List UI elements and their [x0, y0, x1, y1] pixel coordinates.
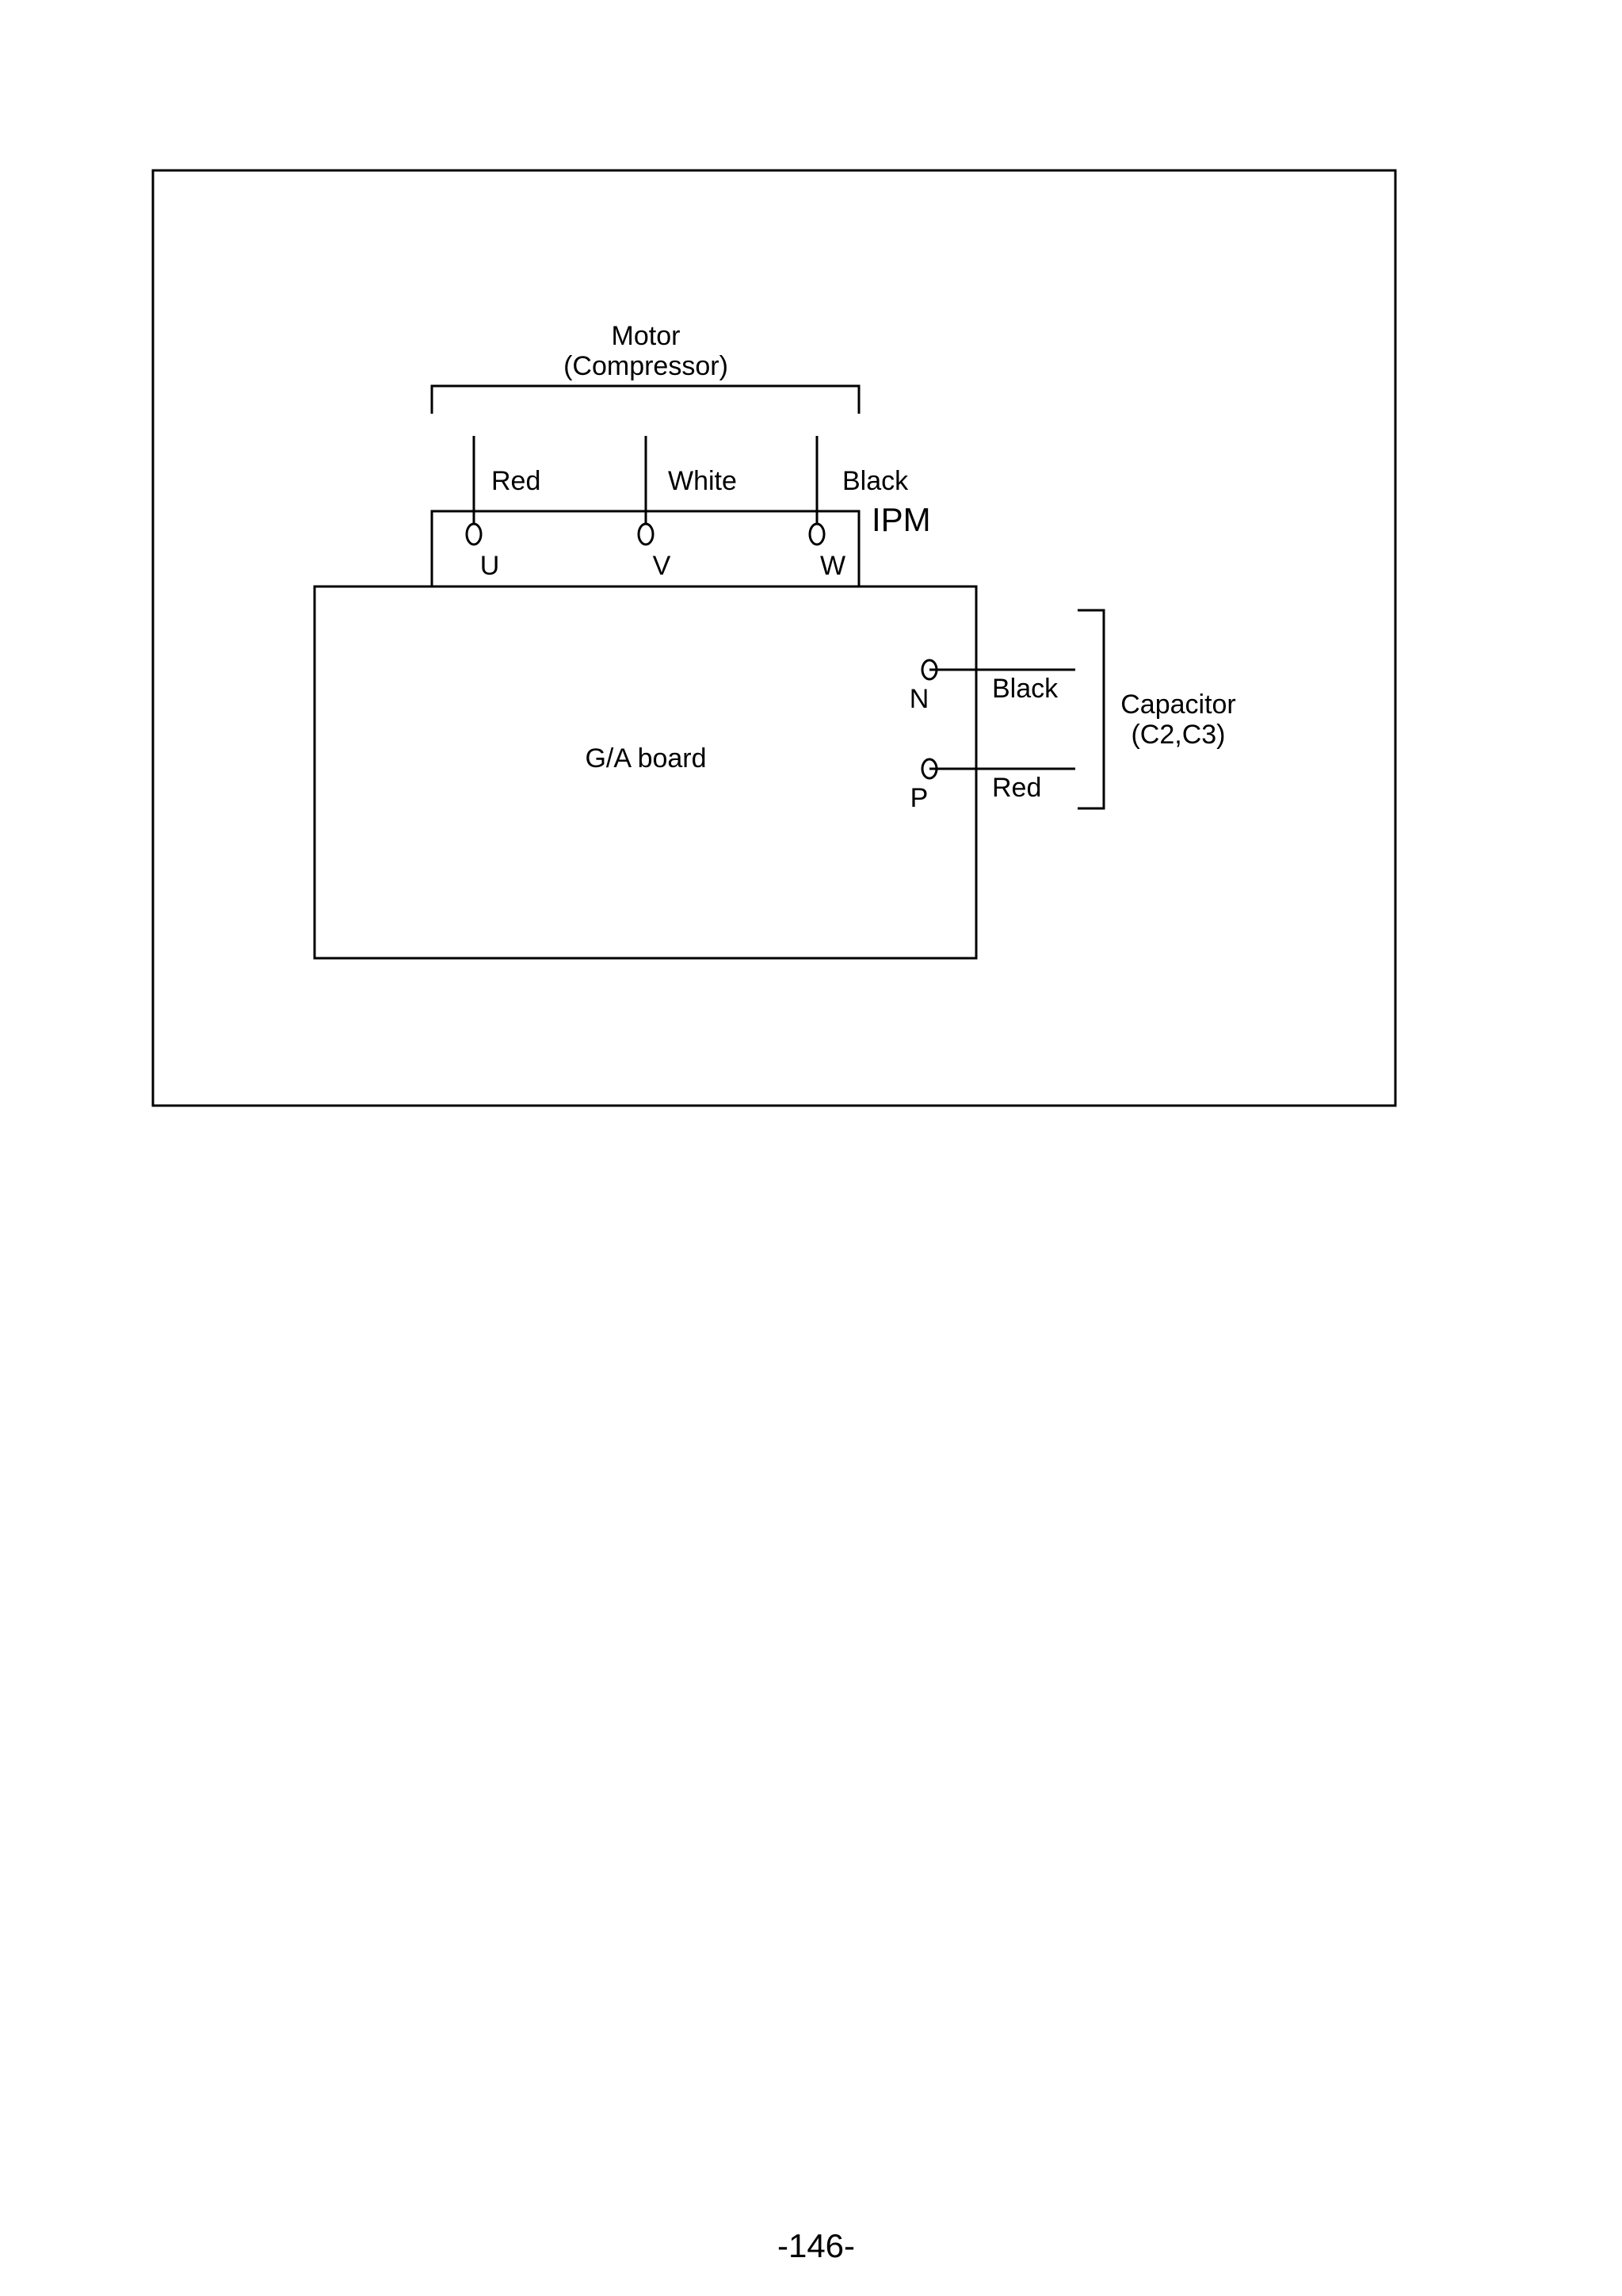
motor-subtitle: (Compressor) — [563, 351, 728, 381]
terminal-p-label: P — [910, 783, 929, 813]
terminal-n-label: N — [910, 684, 929, 714]
diagram-frame — [151, 169, 1397, 1107]
terminal-w-label: W — [820, 551, 845, 581]
terminal-v-label: V — [653, 551, 671, 581]
wire-u-color-label: Red — [491, 466, 540, 496]
ga-board-box — [313, 585, 978, 960]
terminal-w — [808, 522, 826, 546]
wire-p-color-label: Red — [992, 773, 1041, 803]
ga-board-label: G/A board — [585, 743, 706, 774]
capacitor-bracket — [1078, 609, 1105, 810]
motor-bracket — [430, 384, 861, 414]
wire-n-color-label: Black — [992, 674, 1059, 704]
page-number: -146- — [777, 2227, 855, 2264]
terminal-u — [465, 522, 483, 546]
wire-v-color-label: White — [668, 466, 737, 496]
capacitor-designators: (C2,C3) — [1131, 720, 1225, 750]
capacitor-label: Capacitor — [1120, 690, 1236, 720]
terminal-u-label: U — [480, 551, 500, 581]
ipm-label: IPM — [872, 501, 931, 538]
motor-title: Motor — [612, 321, 681, 351]
terminal-v — [637, 522, 655, 546]
wire-w-color-label: Black — [842, 466, 909, 496]
